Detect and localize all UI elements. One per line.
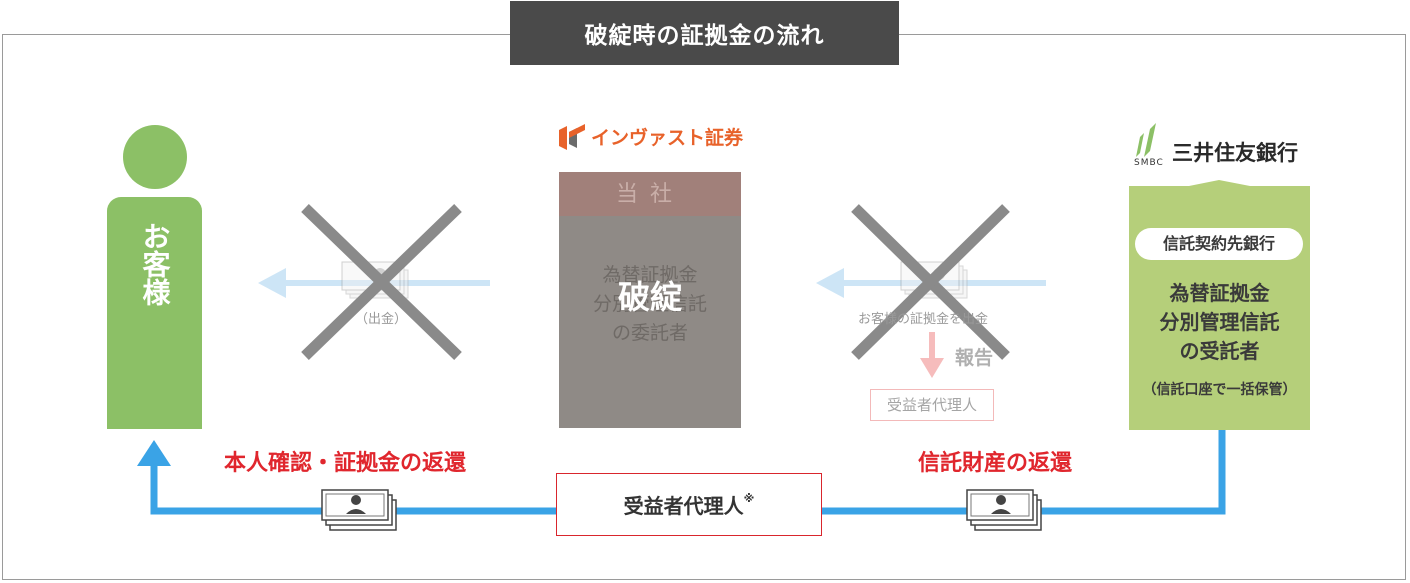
invast-logo-icon <box>559 123 585 150</box>
customer-withdraw-label: お客様の証拠金を出金 <box>858 312 989 327</box>
bank-desc-line: 為替証拠金 <box>1169 281 1270 305</box>
arrow-up-icon <box>137 440 171 466</box>
company-desc-line: 分別管理信託 <box>592 293 707 315</box>
company-brand-name: インヴァスト証券 <box>591 127 744 149</box>
x-mark-icon <box>301 204 462 360</box>
bank-description: 為替証拠金 分別管理信託 の受託者 <box>1129 279 1310 366</box>
withdraw-label: （出金） <box>355 312 408 327</box>
arrow-left-icon <box>816 268 844 298</box>
bank-desc-line: の受託者 <box>1179 339 1260 363</box>
report-label: 報告 <box>955 347 994 369</box>
x-mark-icon <box>851 204 1010 360</box>
bank-name: 三井住友銀行 <box>1172 141 1298 165</box>
bank-badge: 信託契約先銀行 <box>1135 228 1303 260</box>
company-desc-line: 為替証拠金 <box>602 264 698 286</box>
customer-label: お客様 <box>138 222 172 306</box>
bank-note: （信託口座で一括保管） <box>1142 382 1297 398</box>
invast-logo: インヴァスト証券 <box>559 123 743 150</box>
company-desc-line: の委託者 <box>611 322 688 344</box>
banknote-stack-icon <box>321 489 397 531</box>
company-header: 当社 <box>559 172 741 216</box>
arrow-left-icon <box>258 268 286 298</box>
faded-proxy-box: 受益者代理人 <box>870 389 994 421</box>
company-description: 為替証拠金 分別管理信託 の委託者 <box>559 261 741 348</box>
proxy-footnote-mark: ※ <box>743 492 755 505</box>
trust-return-label: 信託財産の返還 <box>918 451 1073 476</box>
smbc-logo-text: SMBC <box>1134 158 1164 168</box>
beneficiary-proxy-box: 受益者代理人※ <box>556 473 822 536</box>
banknote-stack-icon <box>966 489 1042 531</box>
smbc-logo-icon <box>1136 123 1156 157</box>
arrow-down-icon <box>920 358 944 378</box>
diagram-title: 破綻時の証拠金の流れ <box>510 1 899 65</box>
customer-head <box>123 125 187 189</box>
bank-desc-line: 分別管理信託 <box>1159 310 1280 334</box>
customer-figure <box>107 197 202 429</box>
bankruptcy-label: 破綻 <box>617 278 682 316</box>
return-to-customer-label: 本人確認・証拠金の返還 <box>224 451 467 476</box>
proxy-label: 受益者代理人 <box>623 494 744 518</box>
